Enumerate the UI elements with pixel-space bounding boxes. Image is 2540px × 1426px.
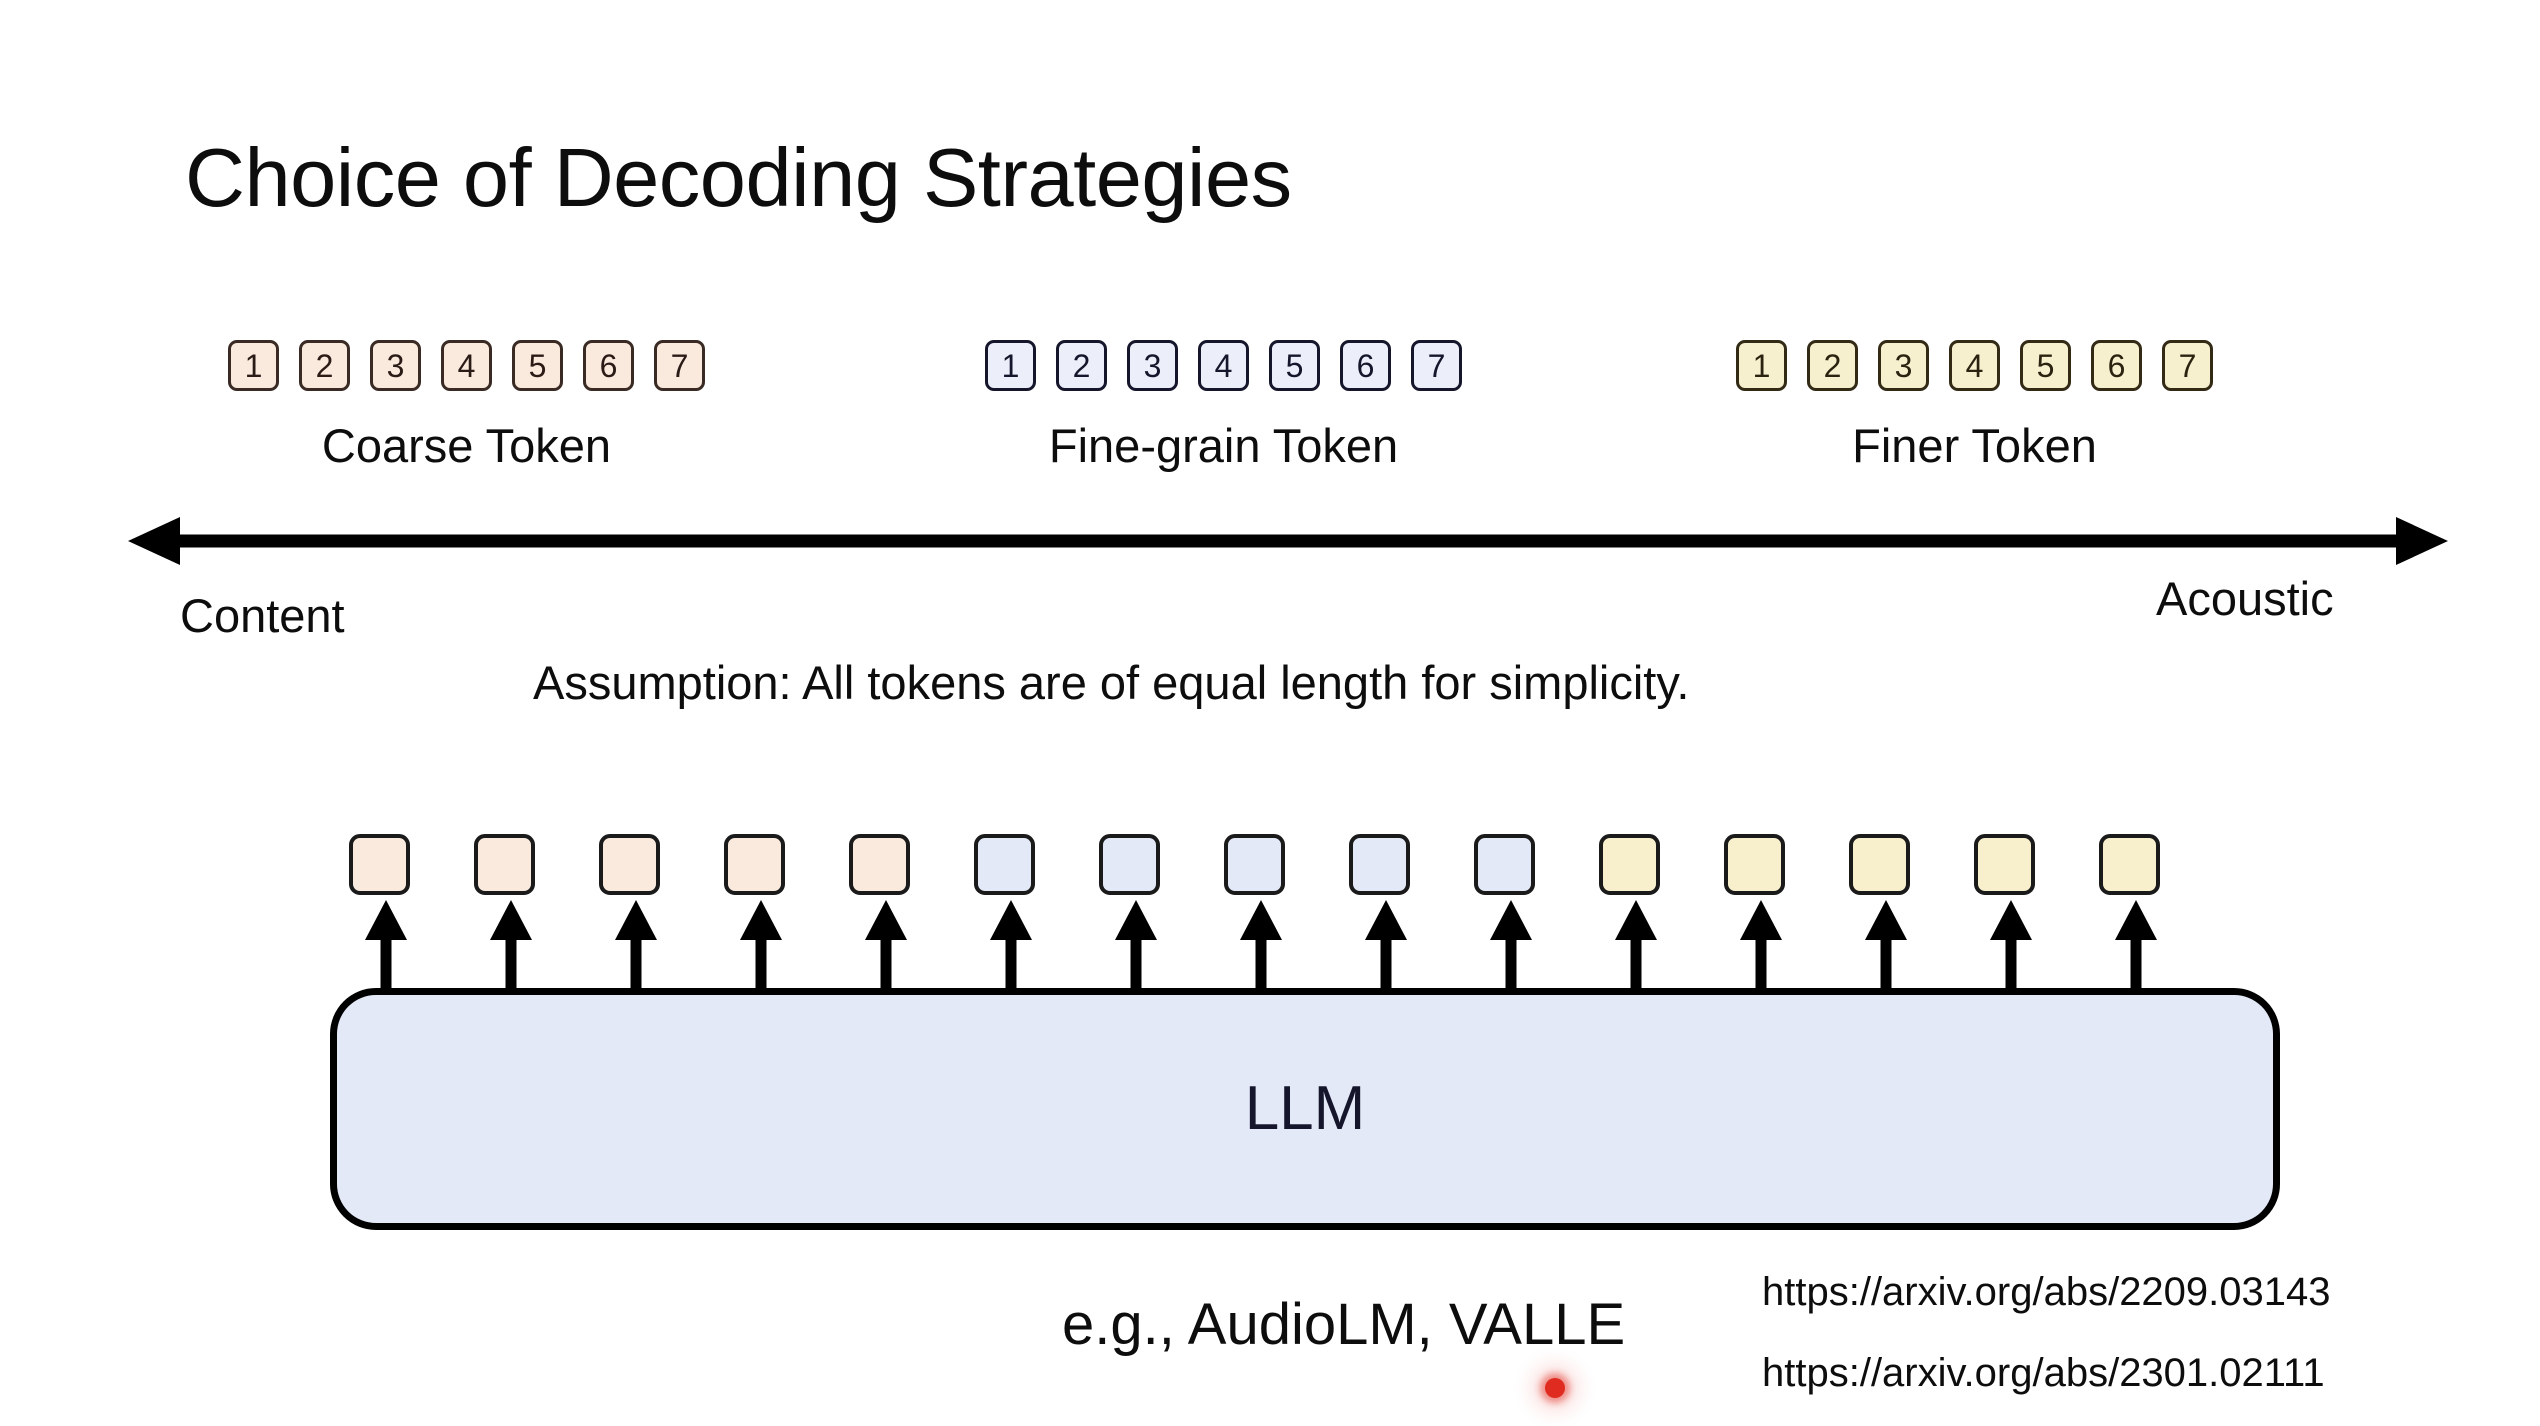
token-group-label: Coarse Token: [321, 419, 612, 472]
output-box: [1349, 834, 1410, 895]
output-box: [849, 834, 910, 895]
token-row: 1 2 3 4 5 6 7: [228, 340, 705, 391]
token-box: 5: [512, 340, 563, 391]
output-box: [1099, 834, 1160, 895]
token-box: 2: [1807, 340, 1858, 391]
token-row: 1 2 3 4 5 6 7: [985, 340, 1462, 391]
output-box: [1474, 834, 1535, 895]
token-box: 2: [1056, 340, 1107, 391]
spectrum-label-content: Content: [180, 589, 345, 642]
output-box: [349, 834, 410, 895]
token-box: 3: [370, 340, 421, 391]
token-box: 3: [1127, 340, 1178, 391]
output-box: [474, 834, 535, 895]
laser-pointer-dot: [1545, 1378, 1565, 1398]
llm-block: LLM: [330, 988, 2280, 1230]
assumption-note: Assumption: All tokens are of equal leng…: [533, 656, 1690, 709]
output-box: [2099, 834, 2160, 895]
token-box: 5: [2020, 340, 2071, 391]
token-box: 7: [654, 340, 705, 391]
output-box: [974, 834, 1035, 895]
token-box: 2: [299, 340, 350, 391]
token-group-coarse: 1 2 3 4 5 6 7 Coarse Token: [228, 340, 705, 469]
output-box: [724, 834, 785, 895]
token-row: 1 2 3 4 5 6 7: [1736, 340, 2213, 391]
token-box: 6: [583, 340, 634, 391]
token-box: 6: [1340, 340, 1391, 391]
token-group-label: Finer Token: [1852, 419, 2097, 472]
token-box: 5: [1269, 340, 1320, 391]
reference-link[interactable]: https://arxiv.org/abs/2301.02111: [1762, 1351, 2325, 1395]
token-group-finer: 1 2 3 4 5 6 7 Finer Token: [1736, 340, 2213, 469]
token-group-fine: 1 2 3 4 5 6 7 Fine-grain Token: [985, 340, 1462, 469]
output-box: [599, 834, 660, 895]
llm-label: LLM: [1244, 1074, 1366, 1143]
output-box: [1599, 834, 1660, 895]
example-models-note: e.g., AudioLM, VALLE: [1062, 1292, 1626, 1357]
token-box: 1: [228, 340, 279, 391]
token-box: 6: [2091, 340, 2142, 391]
output-token-row: [349, 834, 2160, 895]
token-box: 3: [1878, 340, 1929, 391]
token-box: 4: [441, 340, 492, 391]
token-box: 7: [1411, 340, 1462, 391]
output-box: [1974, 834, 2035, 895]
token-box: 4: [1949, 340, 2000, 391]
spectrum-label-acoustic: Acoustic: [2156, 572, 2334, 625]
token-box: 1: [985, 340, 1036, 391]
output-box: [1224, 834, 1285, 895]
page-title: Choice of Decoding Strategies: [185, 131, 1292, 224]
reference-link[interactable]: https://arxiv.org/abs/2209.03143: [1762, 1270, 2331, 1314]
token-box: 7: [2162, 340, 2213, 391]
output-box: [1849, 834, 1910, 895]
output-box: [1724, 834, 1785, 895]
token-group-label: Fine-grain Token: [1048, 419, 1399, 472]
token-box: 4: [1198, 340, 1249, 391]
spectrum-double-arrow-icon: [128, 512, 2448, 570]
token-box: 1: [1736, 340, 1787, 391]
